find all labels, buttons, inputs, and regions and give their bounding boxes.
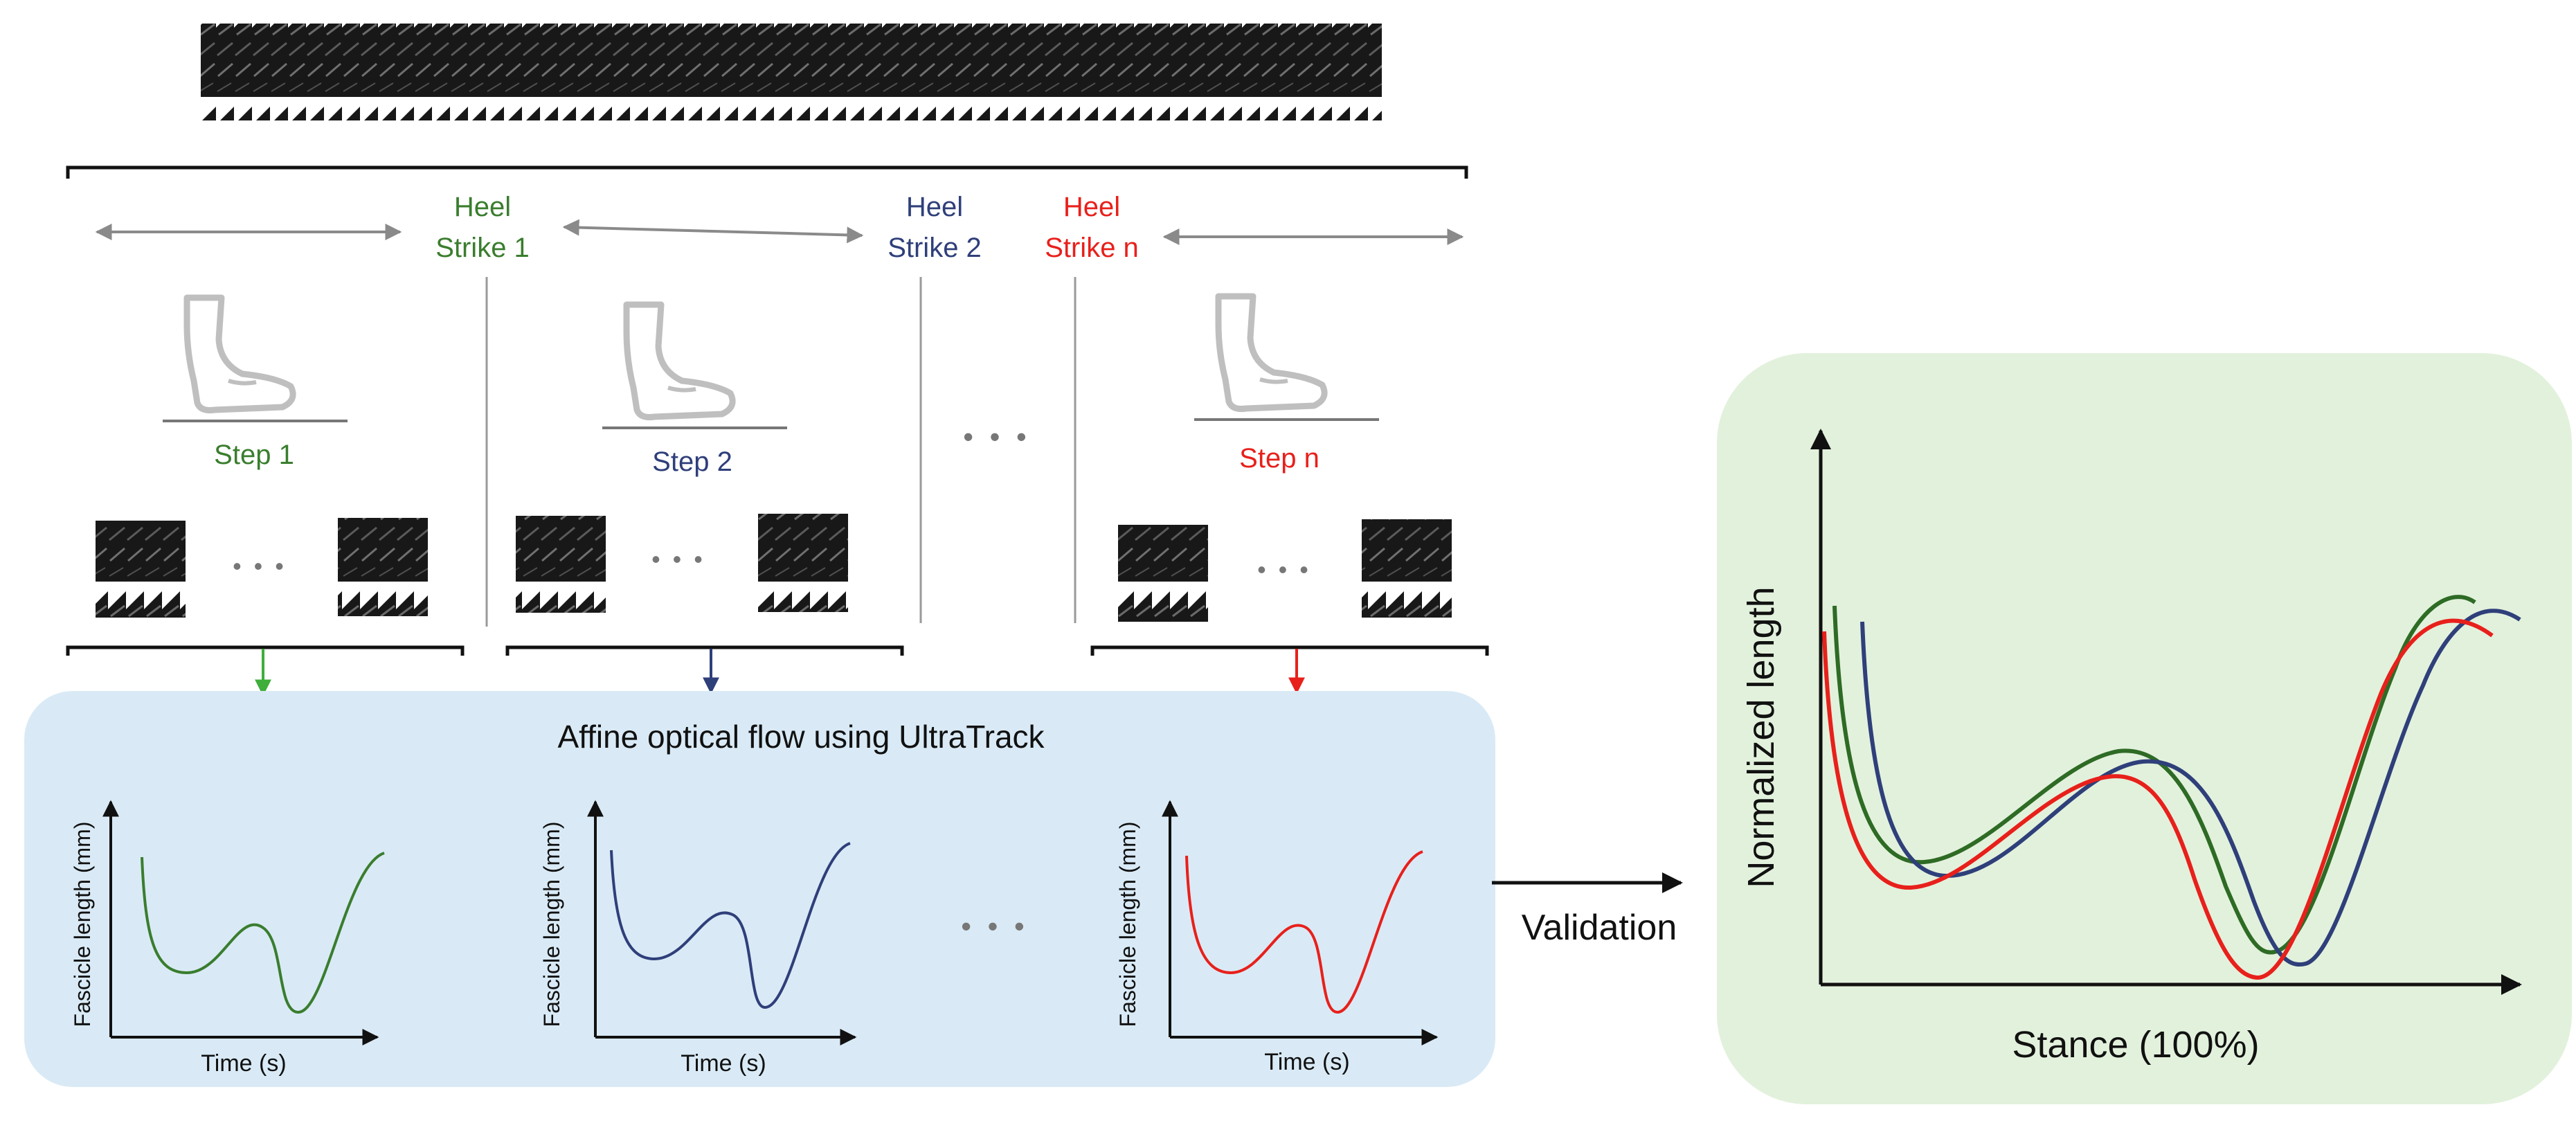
step-1-frames-ellipsis: • • • bbox=[233, 552, 287, 580]
heel-strike-labels: Heel Strike 1 Heel Strike 2 Heel Strike … bbox=[435, 192, 1139, 263]
fascicle-plot-n-ylabel: Fascicle length (mm) bbox=[1115, 822, 1140, 1027]
foot-icon-step-2 bbox=[602, 301, 787, 429]
ultrasound-image-sequence bbox=[201, 24, 1382, 120]
step-n-frames: • • • bbox=[1118, 519, 1452, 622]
fascicle-curve-step-1 bbox=[141, 852, 385, 1014]
result-panel: Normalized length Stance (100%) bbox=[1717, 353, 2572, 1104]
stride-span-arrows bbox=[95, 219, 1464, 245]
panel-ellipsis: • • • bbox=[961, 910, 1028, 942]
normalized-curve-step-2 bbox=[1860, 609, 2521, 967]
middle-step-ellipsis: • • • bbox=[963, 420, 1030, 453]
foot-icon-step-1 bbox=[163, 294, 348, 422]
fascicle-plot-2-xlabel: Time (s) bbox=[681, 1050, 766, 1077]
step-labels: Step 1 Step 2 Step n bbox=[214, 440, 1319, 477]
fascicle-plot-2-ylabel: Fascicle length (mm) bbox=[539, 822, 564, 1027]
tracking-panel-title: Affine optical flow using UltraTrack bbox=[557, 719, 1045, 755]
heel-strike-2-line1: Heel bbox=[906, 192, 963, 222]
step-n-frames-ellipsis: • • • bbox=[1257, 555, 1311, 584]
fascicle-plot-n-xlabel: Time (s) bbox=[1264, 1049, 1349, 1075]
validation-label: Validation bbox=[1522, 908, 1677, 948]
step-2-frames-ellipsis: • • • bbox=[651, 545, 705, 573]
result-ylabel: Normalized length bbox=[1740, 586, 1782, 888]
heel-strike-1-line1: Heel bbox=[454, 192, 511, 222]
fascicle-plot-step-2: Fascicle length (mm) Time (s) bbox=[539, 800, 857, 1077]
step-dividers bbox=[485, 277, 1077, 627]
validation-connector: Validation bbox=[1492, 872, 1683, 948]
foot-icon-step-n bbox=[1194, 293, 1379, 421]
normalized-curve-step-n bbox=[1822, 618, 2494, 980]
fascicle-plot-step-n: Fascicle length (mm) Time (s) bbox=[1115, 800, 1439, 1075]
step-2-label: Step 2 bbox=[652, 447, 732, 477]
heel-strike-n-line2: Strike n bbox=[1045, 233, 1139, 263]
step-2-frames: • • • bbox=[516, 514, 848, 613]
fascicle-curve-step-2 bbox=[610, 842, 851, 1009]
fascicle-plot-1-xlabel: Time (s) bbox=[201, 1050, 286, 1077]
heel-strike-2-line2: Strike 2 bbox=[888, 233, 982, 263]
step-output-arrows bbox=[255, 649, 1305, 697]
step-n-label: Step n bbox=[1239, 443, 1319, 474]
fascicle-plot-step-1: Fascicle length (mm) Time (s) bbox=[70, 800, 385, 1077]
fascicle-curve-step-n bbox=[1185, 850, 1423, 1014]
heel-strike-1-line2: Strike 1 bbox=[435, 233, 530, 263]
stride-arrow-2 bbox=[562, 219, 864, 244]
fascicle-plot-1-ylabel: Fascicle length (mm) bbox=[70, 822, 95, 1027]
tracking-panel: Affine optical flow using UltraTrack Fas… bbox=[24, 691, 1495, 1087]
sequence-bracket bbox=[66, 165, 1468, 179]
step-1-label: Step 1 bbox=[214, 440, 294, 470]
step-1-frames: • • • bbox=[96, 518, 428, 618]
normalized-curve-step-1 bbox=[1832, 595, 2476, 955]
step-brackets bbox=[66, 645, 1489, 656]
result-xlabel: Stance (100%) bbox=[2012, 1024, 2259, 1066]
heel-strike-n-line1: Heel bbox=[1063, 192, 1120, 222]
